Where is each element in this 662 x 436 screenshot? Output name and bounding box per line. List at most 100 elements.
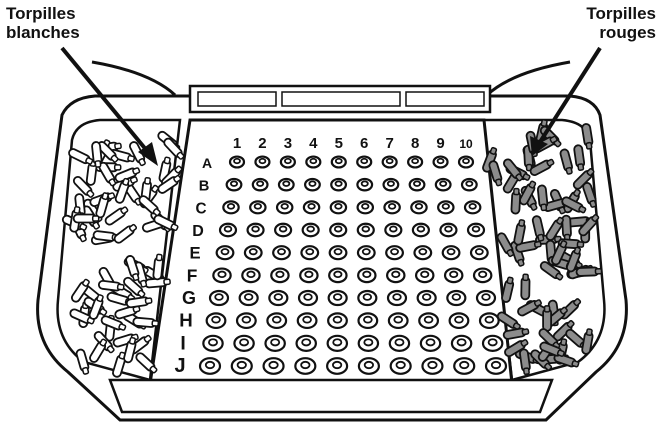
grid-hole[interactable] xyxy=(432,155,449,169)
grid-hole[interactable] xyxy=(466,222,486,238)
grid-hole[interactable] xyxy=(413,245,433,261)
grid-hole[interactable] xyxy=(279,155,296,169)
grid-hole[interactable] xyxy=(274,222,293,238)
grid-hole[interactable] xyxy=(414,267,435,284)
grid-hole[interactable] xyxy=(356,245,376,261)
grid-hole[interactable] xyxy=(249,200,267,215)
grid-hole[interactable] xyxy=(472,267,493,284)
grid-hole[interactable] xyxy=(254,155,271,169)
grid-hole[interactable] xyxy=(329,222,348,238)
grid-hole[interactable] xyxy=(357,267,377,284)
grid-hole[interactable] xyxy=(416,289,437,307)
grid-hole[interactable] xyxy=(450,334,473,352)
grid-hole[interactable] xyxy=(386,289,408,307)
grid-hole[interactable] xyxy=(330,177,348,192)
grid-hole[interactable] xyxy=(299,267,319,284)
grid-hole[interactable] xyxy=(205,312,227,330)
grid-hole[interactable] xyxy=(386,267,406,284)
grid-hole[interactable] xyxy=(268,289,289,307)
grid-hole[interactable] xyxy=(241,267,261,284)
grid-hole[interactable] xyxy=(389,357,412,375)
grid-hole[interactable] xyxy=(453,357,476,375)
grid-hole[interactable] xyxy=(302,200,321,215)
grid-hole[interactable] xyxy=(328,245,348,261)
grid-hole[interactable] xyxy=(330,155,347,169)
grid-hole[interactable] xyxy=(329,200,348,215)
grid-hole[interactable] xyxy=(357,334,380,352)
grid-hole[interactable] xyxy=(300,245,320,261)
grid-hole[interactable] xyxy=(326,357,349,375)
grid-hole[interactable] xyxy=(243,245,263,261)
grid-hole[interactable] xyxy=(233,334,255,352)
grid-hole[interactable] xyxy=(383,200,401,215)
grid-hole[interactable] xyxy=(327,289,348,307)
grid-hole[interactable] xyxy=(448,312,470,330)
grid-hole[interactable] xyxy=(296,312,318,330)
grid-hole[interactable] xyxy=(385,245,404,261)
grid-hole[interactable] xyxy=(222,200,240,215)
grid-hole[interactable] xyxy=(301,222,320,238)
grid-hole[interactable] xyxy=(421,357,444,375)
grid-hole[interactable] xyxy=(294,357,317,375)
grid-hole[interactable] xyxy=(446,289,467,307)
grid-hole[interactable] xyxy=(215,245,235,261)
grid-hole[interactable] xyxy=(295,334,317,352)
grid-hole[interactable] xyxy=(356,177,374,192)
grid-hole[interactable] xyxy=(419,334,442,352)
grid-hole[interactable] xyxy=(407,155,424,169)
grid-hole[interactable] xyxy=(443,267,464,284)
grid-hole[interactable] xyxy=(251,177,269,192)
grid-hole[interactable] xyxy=(469,245,489,261)
grid-hole[interactable] xyxy=(356,200,375,215)
grid-hole[interactable] xyxy=(264,334,286,352)
grid-hole[interactable] xyxy=(230,357,253,375)
grid-hole[interactable] xyxy=(387,312,409,330)
grid-hole[interactable] xyxy=(382,177,400,192)
grid-hole[interactable] xyxy=(198,357,222,375)
grid-hole[interactable] xyxy=(266,312,288,330)
grid-hole[interactable] xyxy=(437,200,455,215)
grid-hole[interactable] xyxy=(439,222,458,238)
grid-hole[interactable] xyxy=(297,289,319,307)
grid-hole[interactable] xyxy=(441,245,461,261)
grid-hole[interactable] xyxy=(218,222,238,238)
grid-hole[interactable] xyxy=(212,267,232,284)
grid-hole[interactable] xyxy=(388,334,411,352)
grid-hole[interactable] xyxy=(228,155,246,169)
grid-hole[interactable] xyxy=(411,222,430,238)
grid-hole[interactable] xyxy=(305,155,322,169)
grid-hole[interactable] xyxy=(357,312,379,330)
grid-hole[interactable] xyxy=(328,267,348,284)
grid-hole[interactable] xyxy=(208,289,230,307)
grid-hole[interactable] xyxy=(238,289,259,307)
grid-hole[interactable] xyxy=(326,334,349,352)
grid-hole[interactable] xyxy=(484,357,508,375)
grid-hole[interactable] xyxy=(202,334,224,352)
grid-hole[interactable] xyxy=(357,357,380,375)
grid-hole[interactable] xyxy=(410,200,428,215)
grid-hole[interactable] xyxy=(384,222,403,238)
grid-hole[interactable] xyxy=(235,312,257,330)
grid-hole[interactable] xyxy=(246,222,265,238)
grid-hole[interactable] xyxy=(434,177,452,192)
grid-hole[interactable] xyxy=(304,177,321,192)
grid-hole[interactable] xyxy=(418,312,440,330)
grid-hole[interactable] xyxy=(262,357,285,375)
grid-hole[interactable] xyxy=(225,177,243,192)
grid-hole[interactable] xyxy=(381,155,398,169)
grid-hole[interactable] xyxy=(475,289,497,307)
grid-hole[interactable] xyxy=(270,267,290,284)
grid-hole[interactable] xyxy=(457,155,475,169)
grid-hole[interactable] xyxy=(356,222,375,238)
grid-hole[interactable] xyxy=(408,177,426,192)
grid-hole[interactable] xyxy=(275,200,294,215)
grid-hole[interactable] xyxy=(356,155,373,169)
grid-hole[interactable] xyxy=(460,177,478,192)
grid-hole[interactable] xyxy=(481,334,504,352)
grid-hole[interactable] xyxy=(327,312,348,330)
grid-hole[interactable] xyxy=(478,312,500,330)
grid-hole[interactable] xyxy=(272,245,291,261)
grid-hole[interactable] xyxy=(277,177,295,192)
grid-hole[interactable] xyxy=(357,289,378,307)
grid-hole[interactable] xyxy=(463,200,482,215)
